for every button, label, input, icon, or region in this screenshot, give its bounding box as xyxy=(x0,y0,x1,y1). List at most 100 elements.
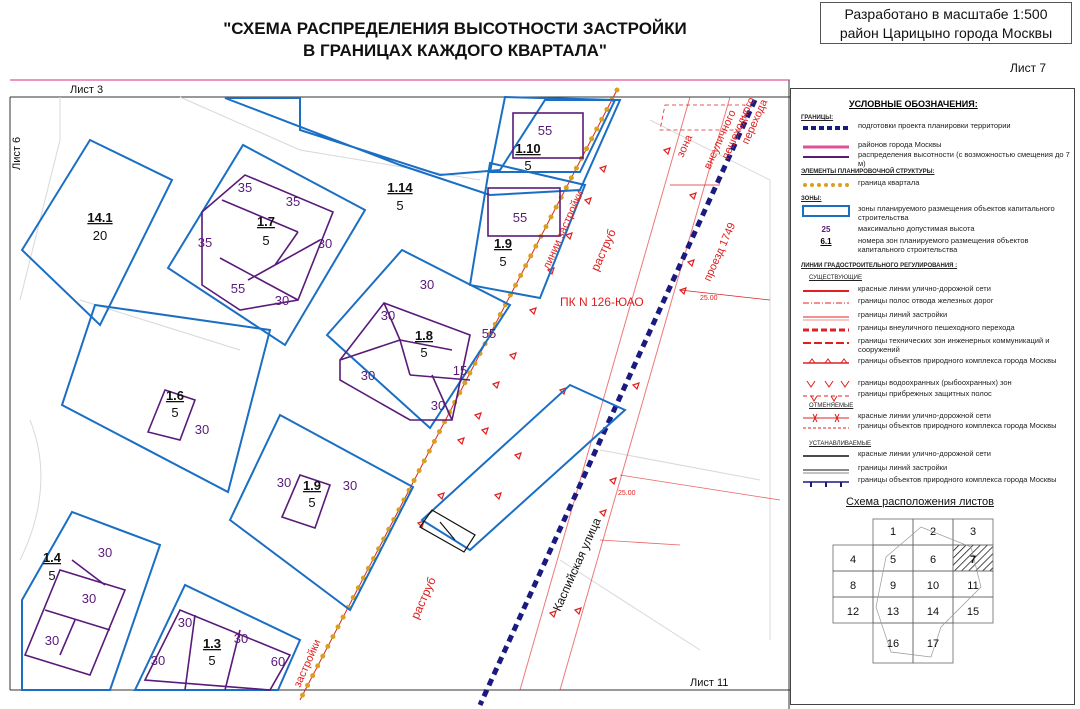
sheet-cell[interactable]: 4 xyxy=(850,554,856,566)
red-line-symbol xyxy=(803,290,849,292)
zone-id: 14.1 xyxy=(87,210,112,225)
legend-text: красные линии улично-дорожной сети xyxy=(858,411,991,420)
zone-number-symbol: 6.1 xyxy=(820,237,832,246)
cancel-nature-symbol xyxy=(803,427,849,429)
sheet-cell[interactable]: 11 xyxy=(967,580,978,592)
legend-row: границы водоохранных (рыбоохранных) зон xyxy=(801,378,1071,393)
rastrub-label-1: раструб xyxy=(588,227,619,273)
height-value: 30 xyxy=(277,475,291,490)
legend-text: распределения высотности (с возможностью… xyxy=(858,150,1070,168)
sheet-number: Лист 7 xyxy=(1010,61,1047,75)
title-line-1: "СХЕМА РАСПРЕДЕЛЕНИЯ ВЫСОТНОСТИ ЗАСТРОЙК… xyxy=(223,19,687,38)
height-value: 35 xyxy=(286,194,300,209)
minimap-district-outline xyxy=(875,526,982,658)
zone-height: 20 xyxy=(93,228,107,243)
zone-id: 1.8 xyxy=(415,328,433,343)
zone-height: 5 xyxy=(396,198,403,213)
sheet-cell[interactable]: 6 xyxy=(930,554,936,566)
sheet-cell[interactable]: 5 xyxy=(890,554,896,566)
red-lines xyxy=(519,96,781,691)
sheet-ref-bottom: Лист 11 xyxy=(690,677,728,689)
legend-row: районов города Москвы xyxy=(801,140,1071,155)
zone-height: 5 xyxy=(48,568,55,583)
sheet-cell[interactable]: 8 xyxy=(850,580,856,592)
height-value: 30 xyxy=(151,653,165,668)
height-value: 30 xyxy=(431,398,445,413)
legend-row: красные линии улично-дорожной сети xyxy=(801,284,1071,299)
height-symbol: 25 xyxy=(821,225,831,234)
zone-height: 5 xyxy=(208,653,215,668)
blue-box-symbol xyxy=(802,205,850,217)
title-line-2: В ГРАНИЦАХ КАЖДОГО КВАРТАЛА" xyxy=(303,41,607,60)
sheet-layout-minimap[interactable]: 1 2 3 4 5 6 7 8 9 10 11 12 13 14 15 16 1… xyxy=(831,517,1001,677)
zone-height: 5 xyxy=(171,405,178,420)
building-line-marker xyxy=(419,509,476,553)
height-value: 55 xyxy=(231,281,245,296)
height-value: 30 xyxy=(381,308,395,323)
zone-id: 1.14 xyxy=(387,180,413,195)
legend-row: подготовки проекта планировки территории xyxy=(801,121,1071,136)
sheet-cell[interactable]: 10 xyxy=(927,580,939,592)
height-value: 30 xyxy=(178,615,192,630)
svg-text:зона: зона xyxy=(675,132,696,159)
legend-text: границы прибрежных защитных полос xyxy=(858,389,992,398)
sheet-cell[interactable]: 1 xyxy=(890,526,896,538)
sheet-cell[interactable]: 17 xyxy=(927,638,939,650)
legend-row: границы линий застройки xyxy=(801,463,1071,478)
red-triangle-markers xyxy=(416,147,697,619)
legend-row: границы прибрежных защитных полос xyxy=(801,389,1071,404)
legend-subsection-new: УСТАНАВЛИВАЕМЫЕ xyxy=(809,441,872,447)
legend-section-lines: ЛИНИИ ГРАДОСТРОИТЕЛЬНОГО РЕГУЛИРОВАНИЯ : xyxy=(801,263,958,269)
sheet-cell[interactable]: 12 xyxy=(847,606,859,618)
zone-height: 5 xyxy=(420,345,427,360)
zone-labels: 14.1 20 1.7 5 1.14 5 1.10 5 1.9 5 1.8 5 … xyxy=(43,141,541,668)
height-value: 35 xyxy=(198,235,212,250)
zone-id: 1.4 xyxy=(43,550,62,565)
zone-height: 5 xyxy=(308,495,315,510)
nature-bound-symbol xyxy=(803,358,849,364)
new-red-symbol xyxy=(803,455,849,457)
height-value: 55 xyxy=(482,326,496,341)
water-zone-symbol xyxy=(806,380,850,388)
rastrub-label-2: раструб xyxy=(408,575,439,621)
legend-text: номера зон планируемого размещения объек… xyxy=(858,236,1029,254)
zone-height: 5 xyxy=(524,158,531,173)
legend-row: красные линии улично-дорожной сети xyxy=(801,449,1071,464)
sheet-cell[interactable]: 14 xyxy=(927,606,939,618)
legend-row: зоны планируемого размещения объектов ка… xyxy=(801,204,1071,221)
tech-zone-symbol xyxy=(803,342,849,344)
legend-row: границы объектов природного комплекса го… xyxy=(801,356,1071,371)
pedestrian-zone-label: зона внеуличного пешеходного перехода xyxy=(675,96,771,172)
district-text: район Царицыно города Москвы xyxy=(839,25,1053,41)
sheet-cell[interactable]: 3 xyxy=(970,526,976,538)
building-line-label: линии застройки xyxy=(541,189,587,272)
sheet-cell-current[interactable]: 7 xyxy=(970,554,976,566)
legend-row: распределения высотности (с возможностью… xyxy=(801,150,1071,168)
sheet-cell[interactable]: 9 xyxy=(890,580,896,592)
zone-id: 1.10 xyxy=(515,141,540,156)
height-value: 30 xyxy=(343,478,357,493)
legend-text: максимально допустимая высота xyxy=(858,224,975,233)
legend-text: красные линии улично-дорожной сети xyxy=(858,449,991,458)
pink-line-symbol xyxy=(803,145,849,149)
height-value: 30 xyxy=(82,591,96,606)
sheet-cell[interactable]: 16 xyxy=(887,638,899,650)
sheet-cell[interactable]: 15 xyxy=(967,606,979,618)
minimap-title: Схема расположения листов xyxy=(846,496,994,508)
zone-id: 1.9 xyxy=(494,236,512,251)
legend-row: границы объектов природного комплекса го… xyxy=(801,475,1071,490)
navy-dash-symbol xyxy=(803,126,849,130)
height-labels: 55 35 35 30 35 30 55 55 30 30 55 30 15 3… xyxy=(45,123,552,669)
coast-strip-symbol xyxy=(803,395,849,402)
legend-row: границы объектов природного комплекса го… xyxy=(801,421,1071,436)
legend-subsection-cancel: ОТМЕНЯЕМЫЕ xyxy=(809,403,854,409)
zone-height: 5 xyxy=(262,233,269,248)
height-value: 35 xyxy=(238,180,252,195)
sheet-cell[interactable]: 2 xyxy=(930,526,936,538)
purple-line-symbol xyxy=(803,156,849,158)
height-value: 30 xyxy=(361,368,375,383)
dim-label-2: 25.00 xyxy=(618,490,636,497)
legend-row: границы внеуличного пешеходного перехода xyxy=(801,323,1071,338)
legend-row: границы линий застройки xyxy=(801,310,1071,325)
sheet-cell[interactable]: 13 xyxy=(887,606,899,618)
